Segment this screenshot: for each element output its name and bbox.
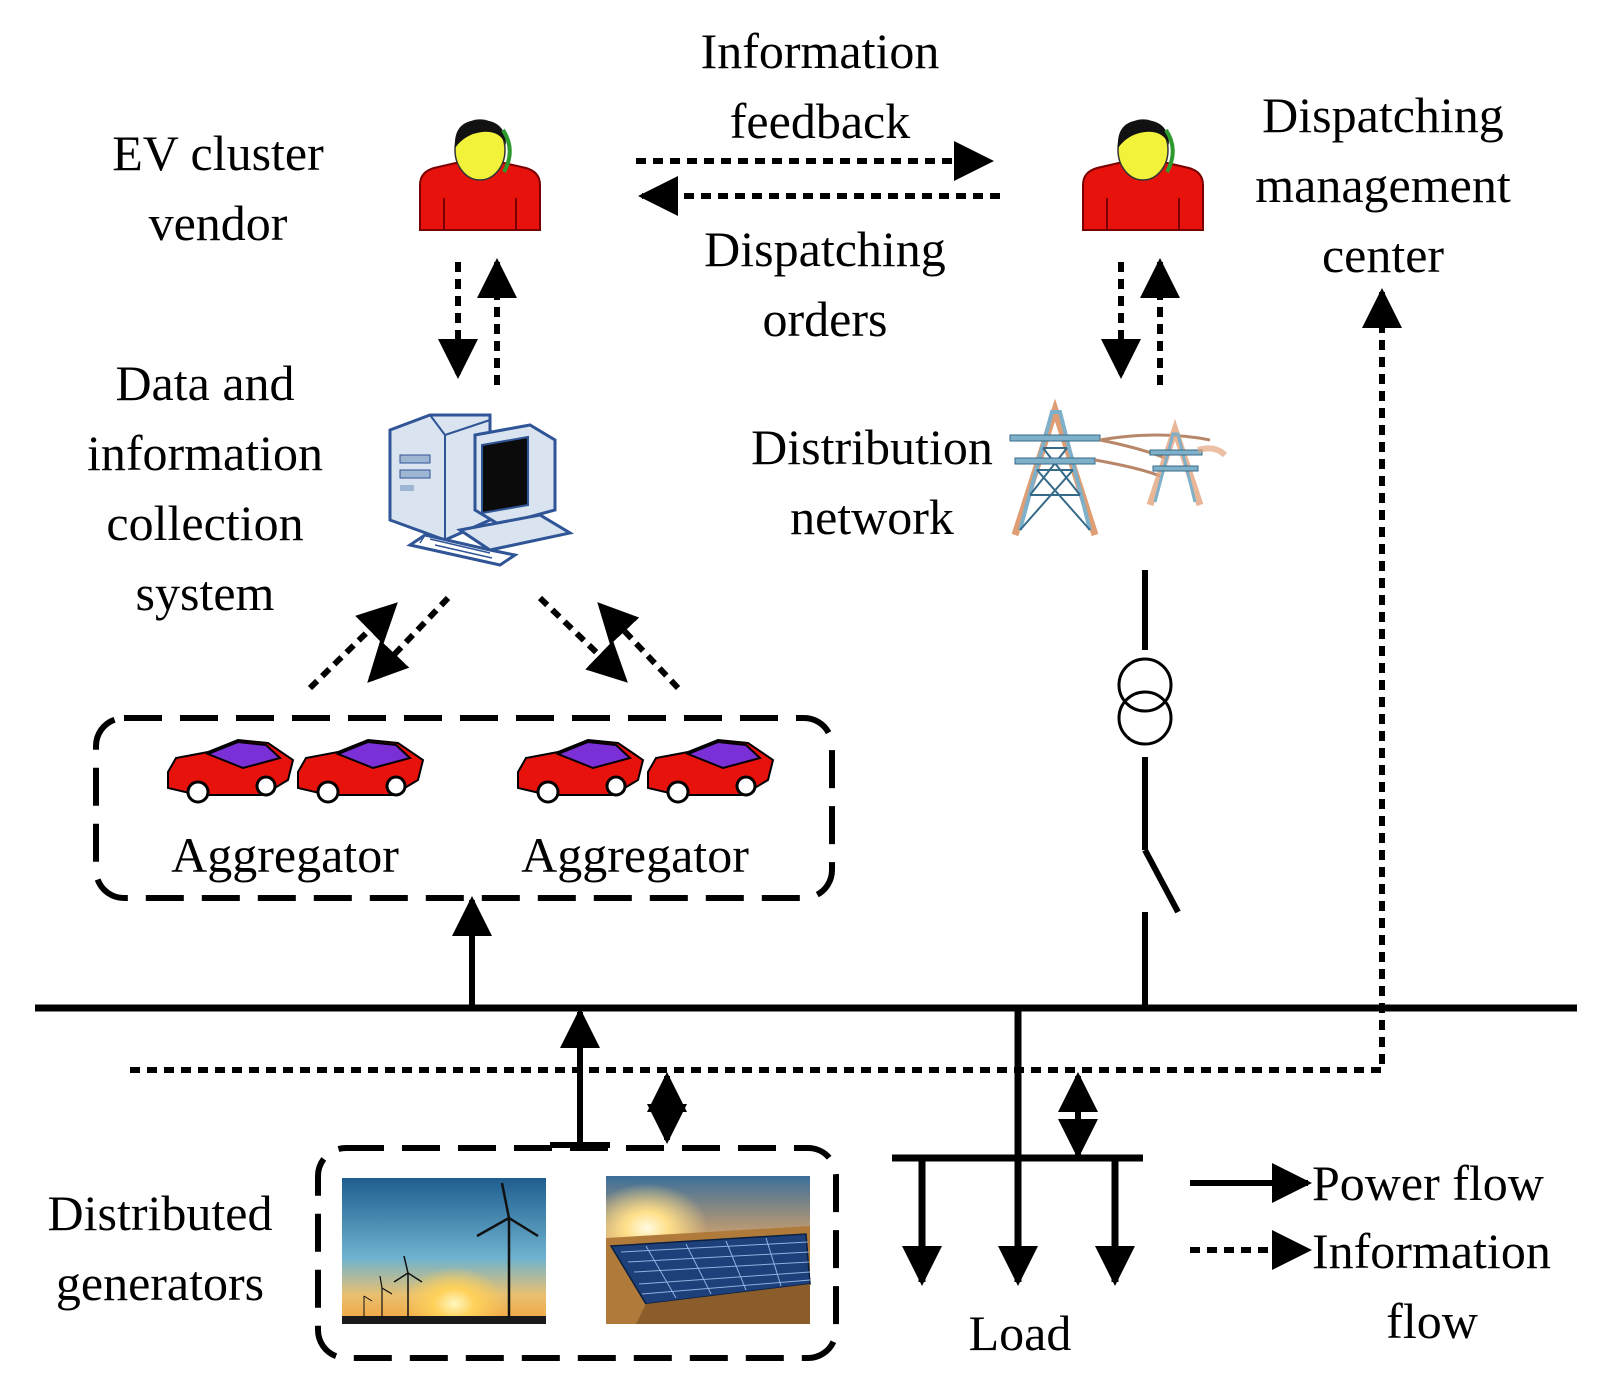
aggregator-group-box — [93, 715, 835, 901]
electric-car-icon — [647, 738, 775, 804]
vendor-data-info-arrows — [438, 258, 517, 385]
aggregator-label-right: Aggregator — [521, 827, 749, 883]
electric-car-icon — [517, 738, 645, 804]
distribution-feeder — [1117, 570, 1181, 1008]
ev-vendor-person-icon — [419, 119, 541, 231]
wind-turbine-photo — [342, 1178, 546, 1324]
computer-icon — [388, 413, 575, 567]
generators-group-box — [315, 1145, 839, 1361]
data-aggregator-info-arrows — [307, 595, 681, 691]
electric-car-icon — [167, 738, 295, 804]
aggregator-label-left: Aggregator — [171, 827, 399, 883]
transformer-symbol — [1117, 657, 1173, 713]
electric-car-icon — [297, 738, 425, 804]
solar-panel-photo — [606, 1176, 811, 1324]
legend-power-flow-label: Power flow — [1312, 1155, 1544, 1211]
vendor-dispatch-info-arrows — [636, 141, 1000, 216]
info-flow-to-dispatch-center — [130, 288, 1402, 1073]
dispatch-distribution-info-arrows — [1101, 258, 1180, 385]
load-feeder — [892, 1008, 1143, 1286]
dispatch-center-person-icon — [1082, 119, 1204, 231]
switch-symbol — [1142, 848, 1181, 914]
transmission-tower-icon — [1009, 398, 1228, 537]
legend — [1190, 1163, 1312, 1270]
load-label: Load — [968, 1305, 1072, 1361]
